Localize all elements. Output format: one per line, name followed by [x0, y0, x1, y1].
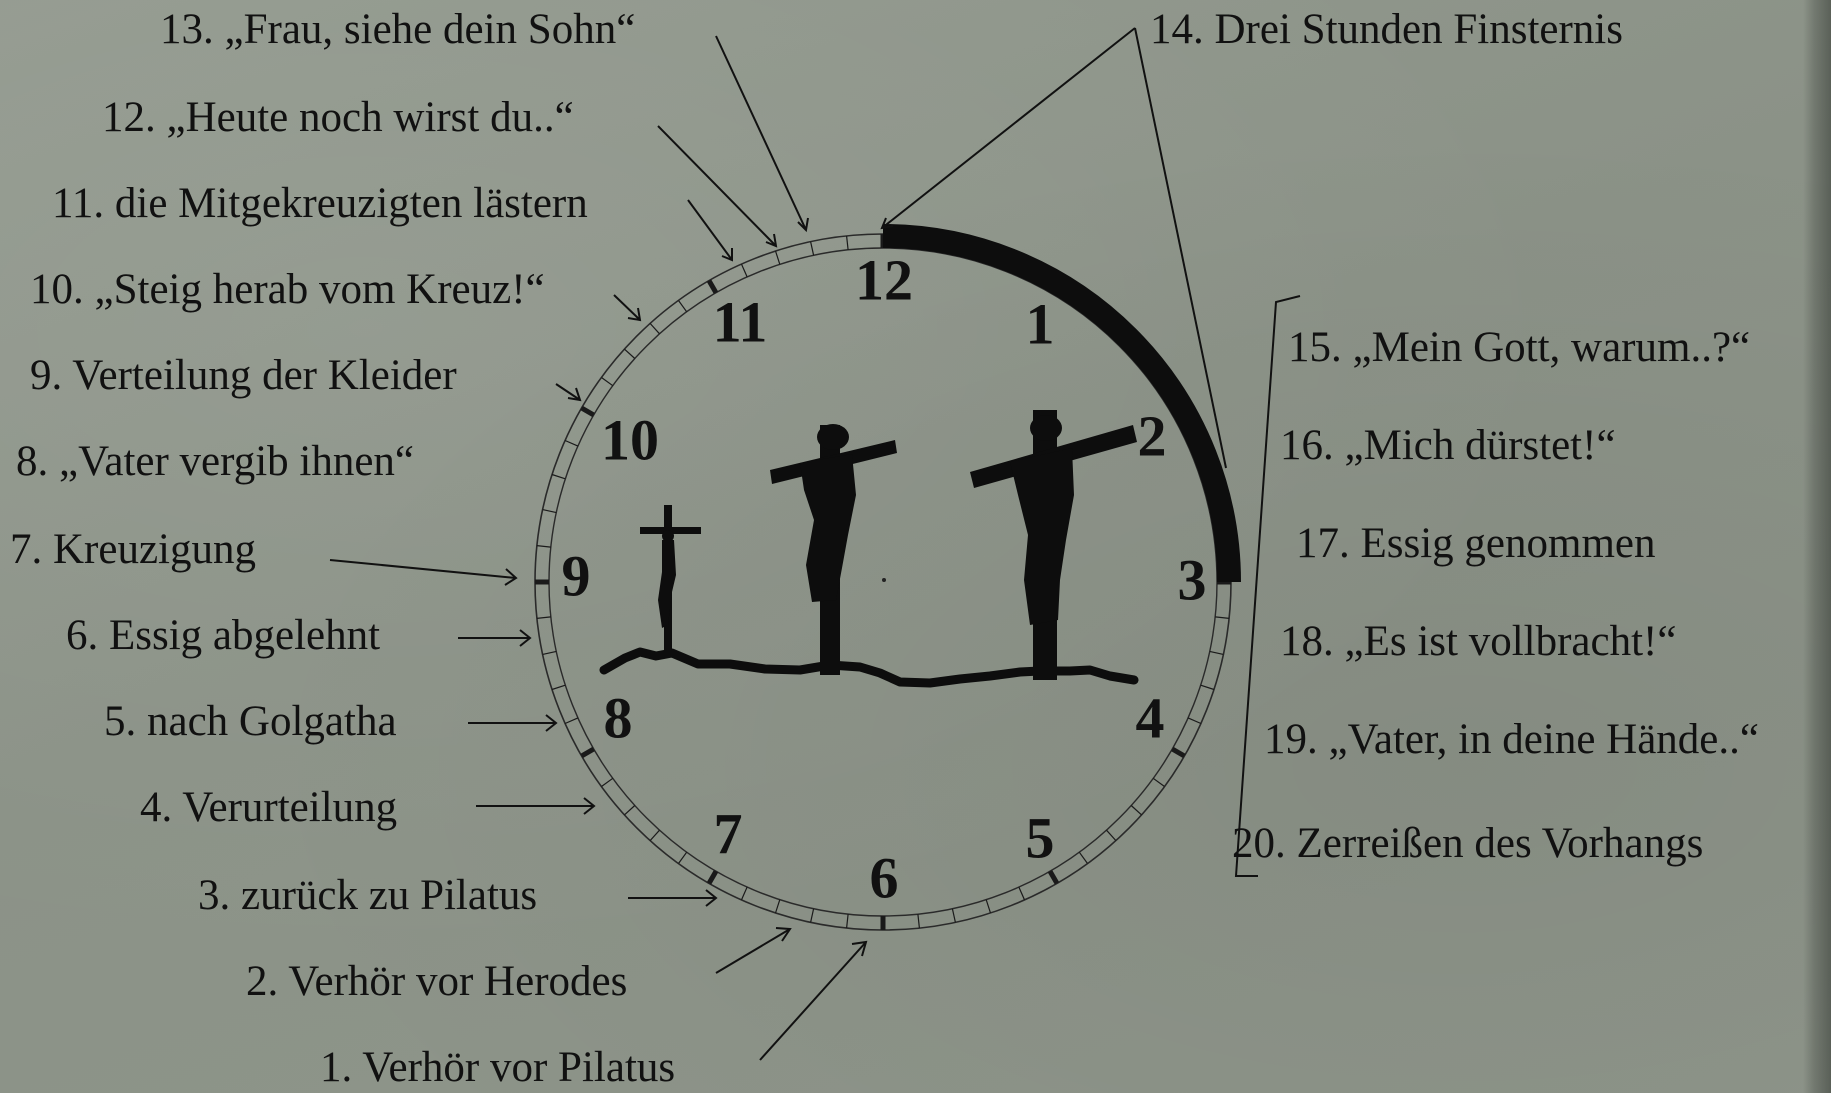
hour-number-4: 4: [1136, 685, 1165, 750]
minute-tick: [1107, 830, 1116, 840]
pointer-14a: [882, 28, 1135, 228]
minute-tick: [776, 251, 780, 264]
minute-tick: [537, 546, 551, 548]
event-label-7: 7. Kreuzigung: [10, 524, 256, 576]
pointer-1: [760, 942, 866, 1060]
hour-number-7: 7: [714, 801, 743, 866]
minute-tick: [776, 900, 780, 913]
pointer-10: [614, 295, 640, 320]
event-label-11: 11. die Mitgekreuzigten lästern: [52, 178, 588, 230]
minute-tick: [847, 914, 849, 928]
minute-tick: [1019, 887, 1025, 900]
event-label-15: 15. „Mein Gott, warum..?“: [1288, 322, 1750, 374]
minute-tick: [679, 301, 687, 312]
event-label-19: 19. „Vater, in deine Hände..“: [1264, 714, 1759, 766]
event-label-16: 16. „Mich dürstet!“: [1280, 420, 1616, 472]
pointer-2: [716, 929, 790, 973]
event-label-14: 14. Drei Stunden Finsternis: [1150, 4, 1623, 56]
minute-tick: [742, 887, 748, 900]
center-cross: [770, 424, 897, 675]
hour-number-2: 2: [1138, 403, 1167, 468]
hour-tick: [1172, 749, 1184, 756]
event-label-3: 3. zurück zu Pilatus: [198, 870, 537, 922]
hour-tick: [709, 871, 716, 883]
minute-tick: [1210, 651, 1224, 654]
event-label-4: 4. Verurteilung: [140, 782, 397, 834]
hour-number-12: 12: [855, 247, 913, 312]
event-label-5: 5. nach Golgatha: [104, 696, 397, 748]
event-label-18: 18. „Es ist vollbracht!“: [1280, 616, 1676, 668]
minute-tick: [811, 242, 814, 256]
minute-tick: [602, 378, 613, 386]
minute-tick: [1131, 806, 1141, 815]
minute-tick: [602, 778, 613, 786]
minute-tick: [565, 718, 578, 724]
minute-tick: [552, 475, 565, 479]
right-cross: [970, 410, 1137, 680]
hour-number-6: 6: [870, 845, 899, 910]
event-label-8: 8. „Vater vergib ihnen“: [16, 436, 414, 488]
minute-tick: [552, 685, 565, 689]
event-label-9: 9. Verteilung der Kleider: [30, 350, 457, 402]
hour-number-3: 3: [1178, 547, 1207, 612]
event-label-10: 10. „Steig herab vom Kreuz!“: [30, 264, 545, 316]
hour-tick: [1050, 871, 1057, 883]
pointer-12: [658, 126, 776, 246]
minute-tick: [650, 830, 659, 840]
minute-tick: [624, 349, 634, 358]
event-label-12: 12. „Heute noch wirst du..“: [102, 92, 574, 144]
hour-number-5: 5: [1026, 805, 1055, 870]
minute-tick: [624, 806, 634, 815]
minute-tick: [742, 264, 748, 277]
pointer-7: [330, 560, 516, 578]
hour-number-1: 1: [1026, 291, 1055, 356]
clock-center: [882, 578, 886, 582]
hour-number-11: 11: [713, 289, 768, 354]
event-label-17: 17. Essig genommen: [1296, 518, 1656, 570]
minute-tick: [847, 236, 849, 250]
hour-tick: [582, 408, 594, 415]
pointer-13: [716, 36, 806, 230]
minute-tick: [543, 651, 557, 654]
minute-tick: [811, 909, 814, 923]
minute-tick: [1188, 718, 1201, 724]
hour-number-9: 9: [562, 543, 591, 608]
event-label-1: 1. Verhör vor Pilatus: [320, 1042, 675, 1093]
minute-tick: [1215, 617, 1229, 619]
hour-number-8: 8: [604, 685, 633, 750]
minute-tick: [1079, 852, 1087, 863]
minute-tick: [679, 852, 687, 863]
event-label-2: 2. Verhör vor Herodes: [246, 956, 627, 1008]
minute-tick: [537, 617, 551, 619]
hour-tick: [582, 749, 594, 756]
minute-tick: [543, 510, 557, 513]
minute-tick: [986, 900, 990, 913]
minute-tick: [1153, 778, 1164, 786]
pointer-11: [688, 200, 732, 260]
bracket-15-20: [1236, 296, 1300, 876]
minute-tick: [1201, 685, 1214, 689]
minute-tick: [650, 323, 659, 333]
minute-tick: [565, 441, 578, 447]
event-label-20: 20. Zerreißen des Vorhangs: [1232, 818, 1703, 870]
hour-number-10: 10: [601, 407, 659, 472]
minute-tick: [918, 914, 920, 928]
event-label-13: 13. „Frau, siehe dein Sohn“: [160, 4, 635, 56]
left-cross: [640, 505, 701, 655]
event-label-6: 6. Essig abgelehnt: [66, 610, 380, 662]
minute-tick: [952, 909, 955, 923]
